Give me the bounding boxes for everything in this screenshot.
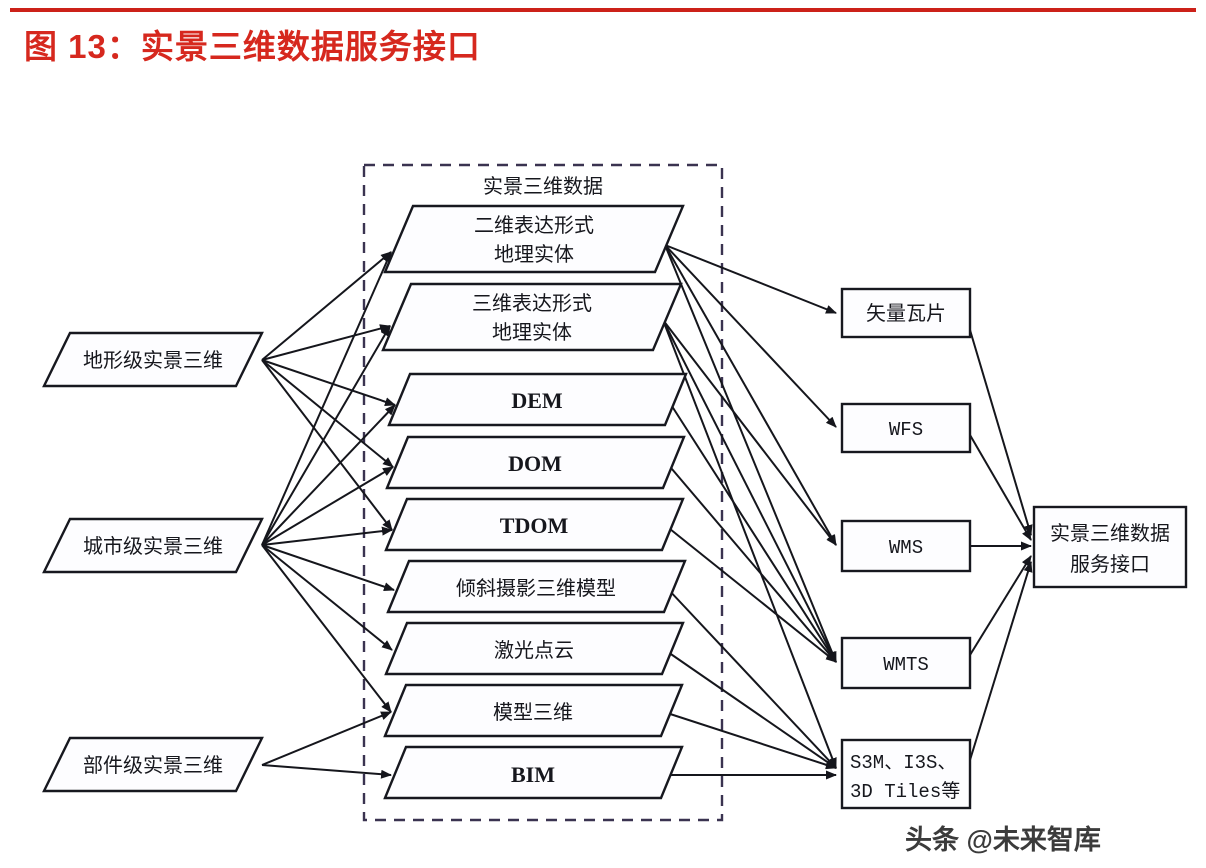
data-item-d7[interactable]: 激光点云 — [384, 621, 685, 676]
data-item-d1[interactable]: 二维表达形式 地理实体 — [383, 204, 685, 274]
watermark-text: 头条 @未来智库 — [905, 825, 1101, 855]
data-item-label-d8: 模型三维 — [493, 701, 573, 724]
source-label-component: 部件级实景三维 — [83, 754, 223, 777]
edges-source-to-data — [261, 251, 396, 779]
data-item-label-d2-line2: 地理实体 — [492, 321, 572, 344]
service-label-s2: WFS — [889, 419, 923, 441]
source-node-city[interactable]: 城市级实景三维 — [42, 517, 264, 574]
service-box-s4[interactable]: WMTS — [840, 636, 972, 690]
data-item-label-d5: TDOM — [500, 513, 569, 538]
data-item-label-d1-line2: 地理实体 — [494, 243, 574, 266]
data-item-label-d6: 倾斜摄影三维模型 — [456, 577, 616, 600]
data-item-label-d4: DOM — [508, 451, 562, 476]
header-rule — [10, 8, 1196, 12]
data-item-d8[interactable]: 模型三维 — [383, 683, 684, 738]
source-label-city: 城市级实景三维 — [83, 535, 223, 558]
data-group-label: 实景三维数据 — [483, 175, 603, 198]
data-item-label-d2-line1: 三维表达形式 — [472, 292, 592, 315]
data-item-d5[interactable]: TDOM — [384, 497, 685, 552]
service-box-s2[interactable]: WFS — [840, 402, 972, 454]
service-label-s3: WMS — [889, 537, 923, 559]
data-item-label-d9: BIM — [511, 762, 555, 787]
data-item-d4[interactable]: DOM — [385, 435, 686, 490]
service-label-s4: WMTS — [883, 654, 929, 676]
source-label-terrain: 地形级实景三维 — [83, 349, 223, 372]
data-item-d2[interactable]: 三维表达形式 地理实体 — [381, 282, 683, 352]
service-label-s1: 矢量瓦片 — [866, 302, 946, 325]
data-item-label-d3: DEM — [511, 388, 563, 413]
service-label-s5-line1: S3M、I3S、 — [850, 752, 956, 774]
service-label-s5-line2: 3D Tiles等 — [850, 780, 960, 803]
sink-label-line2: 服务接口 — [1070, 553, 1150, 576]
edges-data-to-service — [662, 244, 837, 780]
sink-box-api[interactable]: 实景三维数据 服务接口 — [1032, 505, 1188, 589]
sink-label-line1: 实景三维数据 — [1050, 522, 1170, 545]
page-title: 图 13：实景三维数据服务接口 — [24, 28, 481, 65]
service-box-s5[interactable]: S3M、I3S、 3D Tiles等 — [840, 738, 972, 810]
service-box-s1[interactable]: 矢量瓦片 — [840, 287, 972, 339]
source-node-terrain[interactable]: 地形级实景三维 — [42, 331, 264, 388]
data-item-d3[interactable]: DEM — [387, 372, 688, 427]
source-node-component[interactable]: 部件级实景三维 — [42, 736, 264, 793]
data-item-label-d1-line1: 二维表达形式 — [474, 214, 594, 237]
data-item-label-d7: 激光点云 — [494, 639, 574, 662]
edges-service-to-sink — [969, 329, 1033, 761]
data-item-d9[interactable]: BIM — [383, 745, 684, 800]
data-item-d6[interactable]: 倾斜摄影三维模型 — [386, 559, 687, 614]
service-box-s3[interactable]: WMS — [840, 519, 972, 573]
